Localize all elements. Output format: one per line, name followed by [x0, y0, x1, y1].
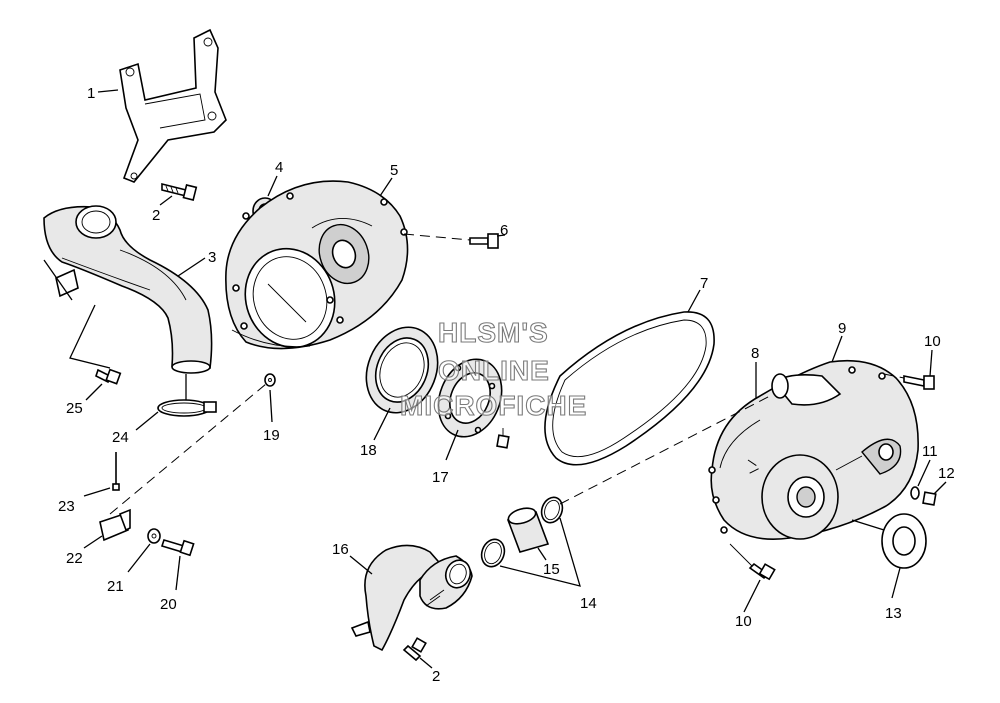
part-2-bolt-upper [161, 182, 198, 201]
callout-12: 12 [938, 465, 955, 482]
part-18-seal-ring [365, 326, 439, 414]
watermark-line-3: MICROFICHE [400, 390, 587, 421]
callout-18: 18 [360, 442, 377, 459]
part-14-clamp-b [480, 538, 506, 568]
callout-13: 13 [885, 605, 902, 622]
callout-19: 19 [263, 427, 280, 444]
watermark-line-2: ONLINE [438, 355, 550, 386]
callout-3: 3 [208, 249, 216, 266]
callout-23: 23 [58, 498, 75, 515]
part-21-washer [147, 528, 161, 544]
part-23-pin [112, 452, 120, 491]
callout-5: 5 [390, 162, 398, 179]
callout-16: 16 [332, 541, 349, 558]
callout-14: 14 [580, 595, 597, 612]
callout-9: 9 [838, 320, 846, 337]
watermark-line-1: HLSM'S [438, 317, 549, 348]
part-6-bolt [469, 233, 499, 249]
part-24-hose-clamp [157, 399, 217, 417]
part-15-sleeve [506, 507, 550, 553]
callout-4: 4 [275, 159, 283, 176]
part-7-drive-belt [544, 311, 715, 466]
callout-7: 7 [700, 275, 708, 292]
part-20-bolt [160, 539, 195, 557]
part-19-washer [264, 373, 276, 387]
part-22-bracket [99, 508, 131, 542]
part-10-bolt-upper [903, 375, 935, 390]
callout-22: 22 [66, 550, 83, 567]
callout-20: 20 [160, 596, 177, 613]
callout-15: 15 [543, 561, 560, 578]
part-10-bolt-lower [748, 562, 776, 581]
part-11-o-ring [910, 486, 920, 500]
callout-1: 1 [87, 85, 95, 102]
callout-10-upper: 10 [924, 333, 941, 350]
callout-24: 24 [112, 429, 129, 446]
part-17-nut [496, 428, 510, 449]
watermark: HLSM'S ONLINE MICROFICHE [399, 316, 587, 421]
callout-labels: 1 2 3 4 5 6 7 8 9 10 11 12 13 14 15 16 1… [58, 85, 955, 685]
part-5-inner-cover [225, 180, 409, 350]
callout-21: 21 [107, 578, 124, 595]
callout-8: 8 [751, 345, 759, 362]
callout-2-lower: 2 [432, 668, 440, 685]
part-3-intake-duct [43, 205, 213, 374]
part-17-bearing-plate [437, 358, 503, 438]
part-16-exhaust-duct [350, 544, 473, 652]
part-2-bolt-lower [402, 637, 427, 662]
part-25-bolt [95, 368, 122, 385]
part-14-clamp-a [540, 496, 564, 524]
callout-25: 25 [66, 400, 83, 417]
callout-6: 6 [500, 222, 508, 239]
part-13-seal [881, 513, 927, 569]
part-9-outer-cover [708, 359, 919, 540]
callout-10-lower: 10 [735, 613, 752, 630]
callout-17: 17 [432, 469, 449, 486]
callout-11: 11 [922, 443, 938, 460]
part-1-bracket [119, 28, 227, 183]
part-12-plug [922, 491, 937, 506]
callout-2-upper: 2 [152, 207, 160, 224]
